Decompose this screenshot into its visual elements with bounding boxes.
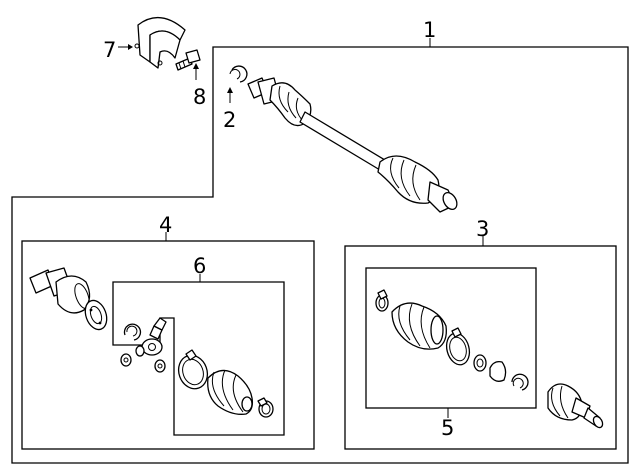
assembly-box-1 xyxy=(11,46,629,464)
outer-cv-joint xyxy=(547,383,604,429)
outer-boot xyxy=(391,302,447,350)
inner-clip-ring xyxy=(123,323,142,341)
callout-7: 7 xyxy=(103,38,116,62)
assembly-box-3 xyxy=(344,245,617,450)
callout-8: 8 xyxy=(193,85,206,109)
outer-circlip xyxy=(511,373,529,391)
heat-shield-bracket xyxy=(118,17,186,69)
callout-5: 5 xyxy=(441,416,454,440)
snap-ring xyxy=(227,65,248,103)
outer-washer xyxy=(473,354,487,372)
callout-2: 2 xyxy=(223,108,236,132)
inner-boot-clamp-large xyxy=(177,349,209,390)
tripod-spider xyxy=(135,317,167,357)
bolt xyxy=(175,49,201,80)
callout-3: 3 xyxy=(476,217,489,241)
assembly-box-4 xyxy=(21,240,315,450)
outer-boot-clamp-large xyxy=(445,327,471,366)
outer-spacer xyxy=(489,360,507,382)
inner-joint-ring xyxy=(84,299,108,331)
inner-boot xyxy=(207,369,254,415)
assembly-box-6 xyxy=(112,281,285,436)
assembly-box-5 xyxy=(365,267,537,409)
inner-boot-clamp-small xyxy=(257,397,274,418)
callout-6: 6 xyxy=(193,254,206,278)
callout-4: 4 xyxy=(159,213,172,237)
axle-shaft-assembly xyxy=(247,77,458,213)
callout-1: 1 xyxy=(423,18,436,42)
inner-joint-housing xyxy=(29,267,91,314)
outer-boot-clamp-small xyxy=(375,289,389,312)
rollers xyxy=(120,353,166,373)
